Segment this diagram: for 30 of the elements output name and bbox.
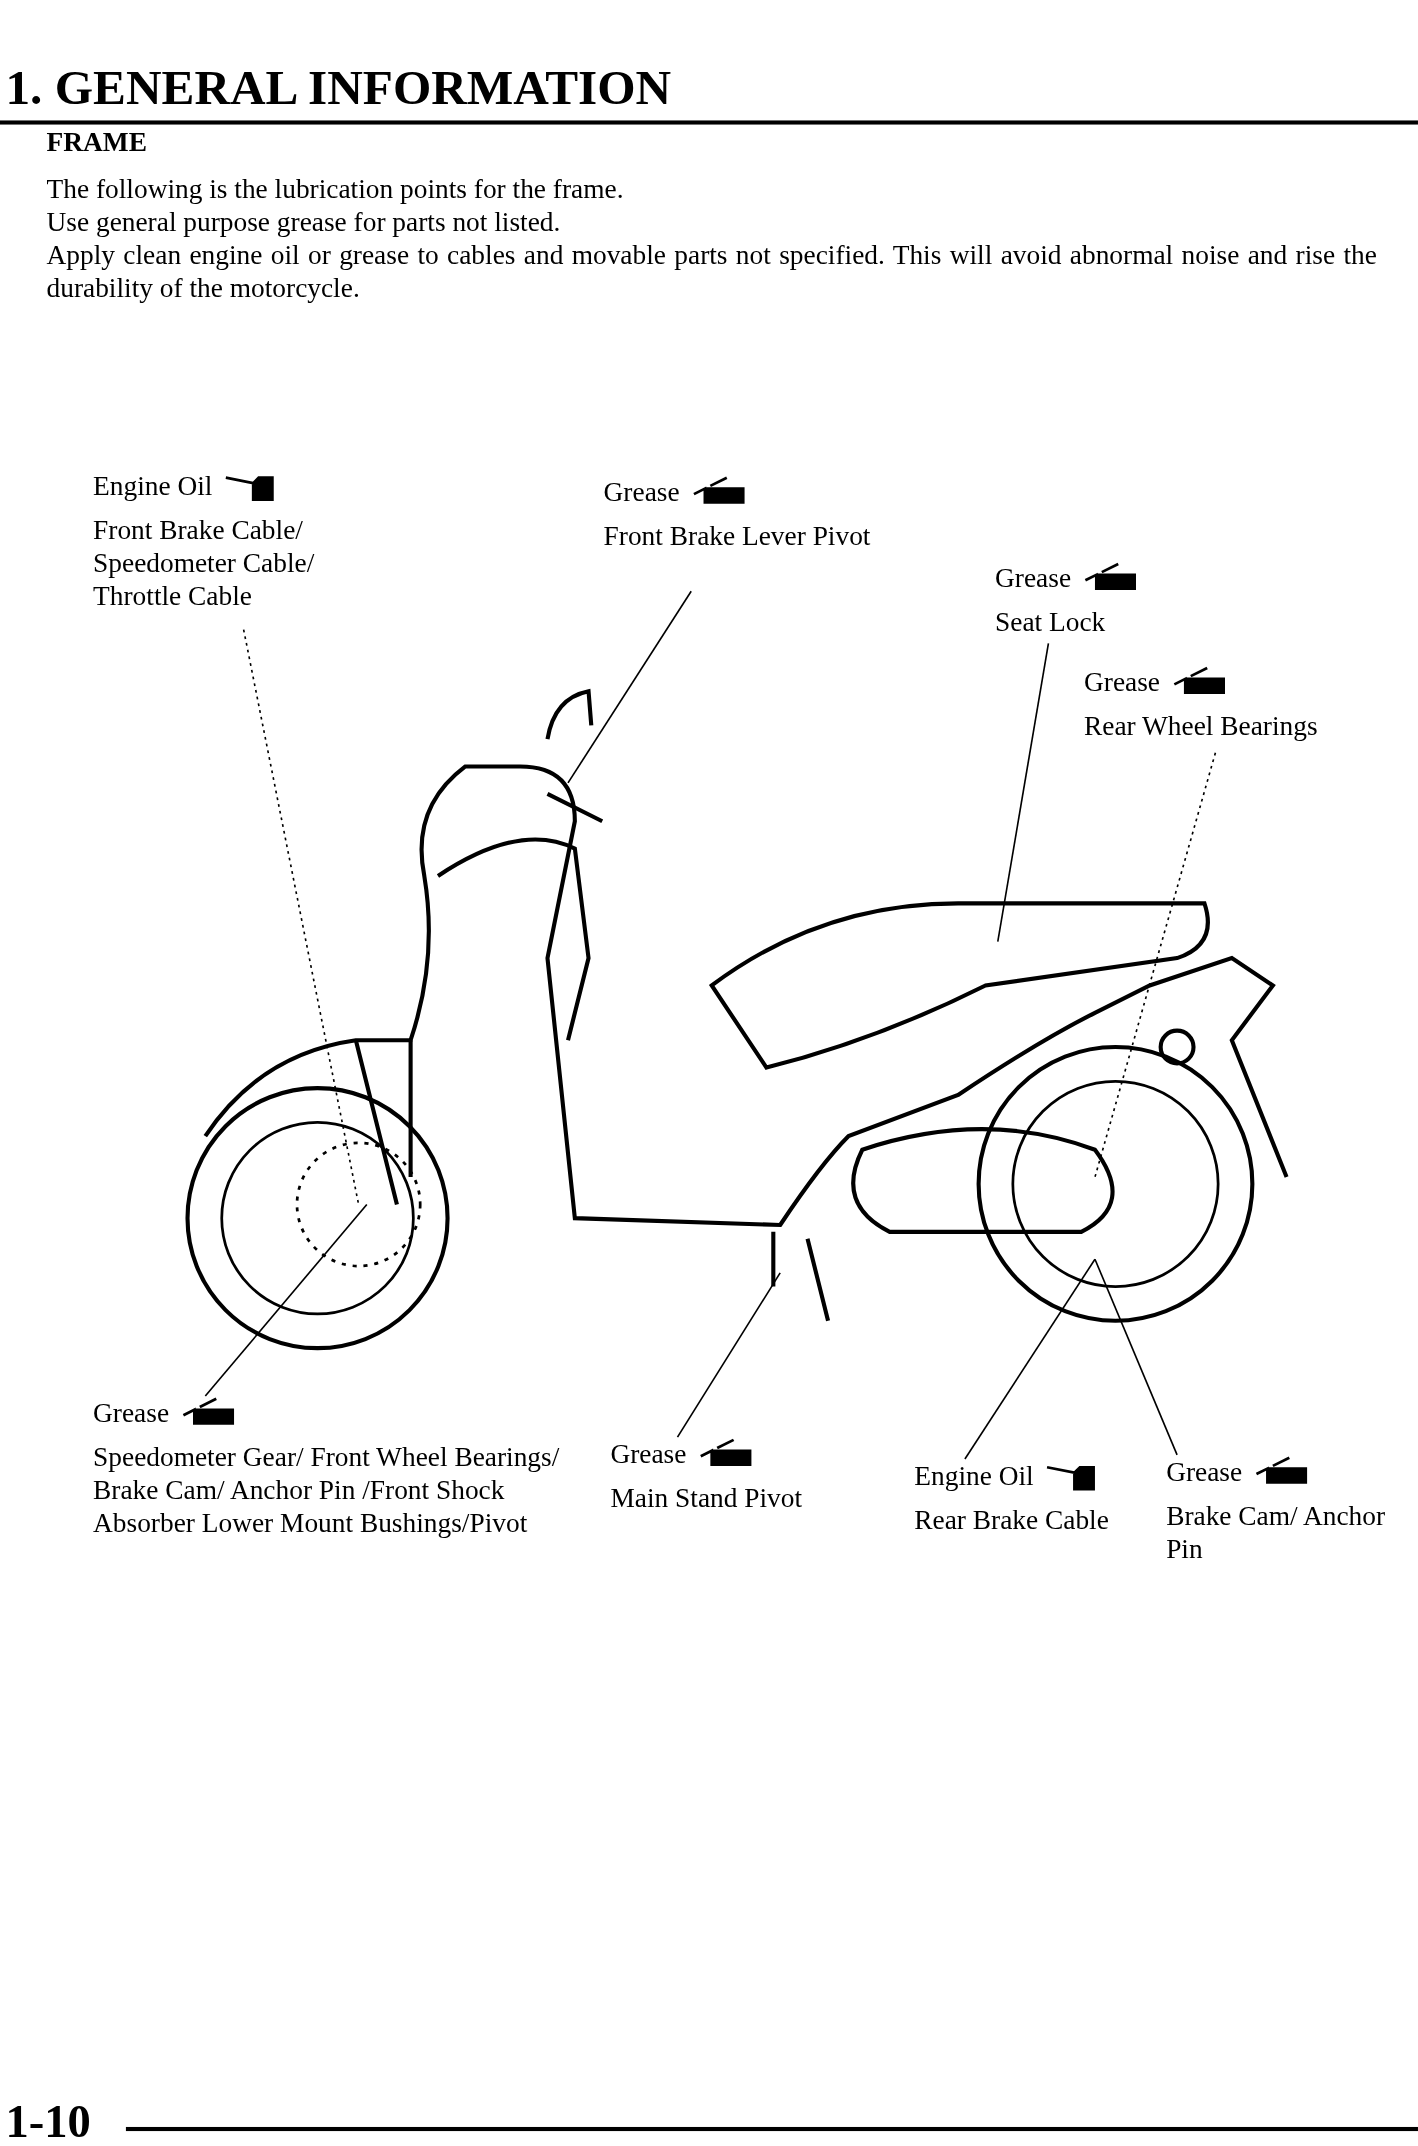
part-label: Main Stand Pivot <box>610 1481 803 1514</box>
leader-line <box>996 642 1050 943</box>
part-label: Front Brake Cable/ Speedometer Cable/ Throttle Cable <box>93 513 316 612</box>
page-number: 1-10 <box>5 2096 91 2146</box>
leader-line <box>567 590 692 784</box>
lubricant-label: Grease <box>93 1396 170 1429</box>
part-label: Front Brake Lever Pivot <box>603 519 871 552</box>
lubricant-label: Grease <box>1166 1455 1243 1488</box>
leader-line <box>964 1258 1096 1460</box>
part-label: Brake Cam/ Anchor Pin <box>1166 1499 1387 1565</box>
section-heading: FRAME <box>46 125 147 158</box>
lubricant-label: Grease <box>995 561 1072 594</box>
lubricant-label: Engine Oil <box>93 469 213 503</box>
intro-sentence: The following is the lubrication points for the frame. <box>46 172 625 206</box>
part-label: Speedometer Gear/ Front Wheel Bearings/ Brake Cam/ Anchor Pin /Front Shock Absorber Lower Mount Bushings/Pivot <box>93 1440 561 1539</box>
part-label: Rear Wheel Bearings <box>1084 709 1318 742</box>
leader-line <box>1094 1258 1178 1456</box>
intro-paragraph: Apply clean engine oil or grease to cables and movable parts not specified. This will avoid abnormal noise and rise the durability of the motorcycle. <box>46 238 1377 304</box>
lubricant-label: Grease <box>1084 665 1160 699</box>
part-label: Rear Brake Cable <box>914 1503 1109 1536</box>
leader-line <box>676 1272 781 1438</box>
lubricant-label: Engine Oil <box>914 1459 1034 1492</box>
leader-line <box>204 1203 368 1397</box>
page-title: 1. GENERAL INFORMATION <box>5 60 672 115</box>
lubricant-label: Grease <box>603 475 680 508</box>
part-label: Seat Lock <box>995 605 1106 638</box>
leader-line <box>1094 751 1217 1178</box>
lubricant-label: Grease <box>610 1437 687 1470</box>
intro-sentence: Use general purpose grease for parts not listed. <box>46 205 562 239</box>
leader-line <box>242 628 360 1206</box>
